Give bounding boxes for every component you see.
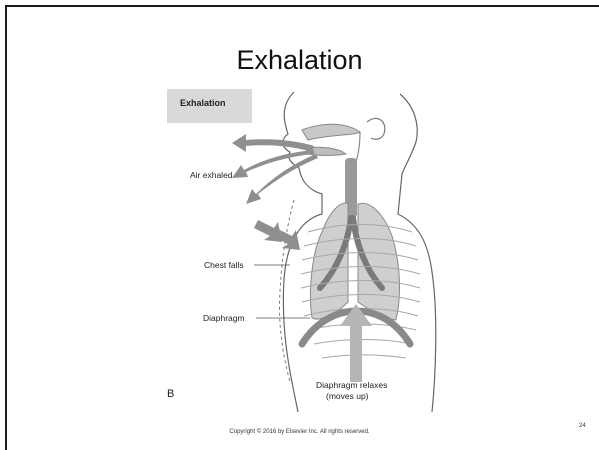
- left-lung: [310, 203, 348, 319]
- label-air-exhaled: Air exhaled: [190, 170, 233, 180]
- ear-icon: [367, 118, 385, 139]
- copyright-footer: Copyright © 2016 by Elsevier Inc. All ri…: [0, 429, 599, 435]
- chest-falls-arrows: [254, 220, 300, 250]
- panel-letter: B: [167, 388, 174, 400]
- label-diaphragm: Diaphragm: [203, 313, 245, 323]
- label-diaphragm-relaxes: Diaphragm relaxes: [316, 380, 387, 390]
- slide-top-border: [5, 5, 599, 7]
- nasal-cavity: [302, 124, 360, 140]
- label-chest-falls: Chest falls: [204, 260, 244, 270]
- label-moves-up: (moves up): [326, 391, 369, 401]
- page-number: 24: [579, 423, 586, 429]
- back-outline: [398, 94, 436, 412]
- exhalation-tag: Exhalation: [180, 98, 226, 108]
- air-exhaled-arrows: [232, 134, 318, 204]
- slide-title: Exhalation: [0, 44, 599, 76]
- exhalation-illustration: [162, 82, 452, 412]
